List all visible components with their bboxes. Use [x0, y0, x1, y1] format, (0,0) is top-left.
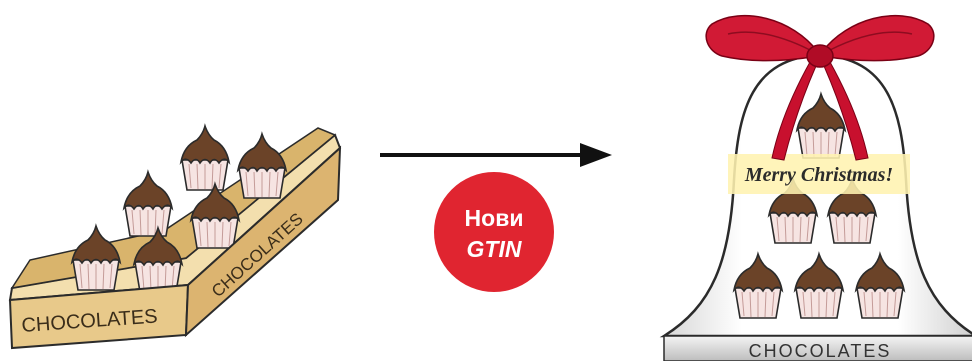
badge-line-1: Нови [465, 205, 524, 231]
arrow-right-icon [580, 143, 612, 167]
bell-base-label: CHOCOLATES [749, 341, 892, 361]
ribbon-bow-icon [705, 14, 935, 161]
chocolate-box-open: CHOCOLATES CHOCOLATES [8, 125, 342, 350]
badge-line-2: GTIN [467, 236, 522, 262]
new-gtin-badge: Нови GTIN [434, 172, 554, 292]
banner-text: Merry Christmas! [744, 164, 893, 186]
greeting-banner: Merry Christmas! [728, 154, 910, 194]
christmas-bell-package: Merry Christmas! CHOCOLATES [659, 14, 972, 361]
bell-base: CHOCOLATES [663, 335, 972, 361]
transition-arrow [380, 143, 612, 167]
